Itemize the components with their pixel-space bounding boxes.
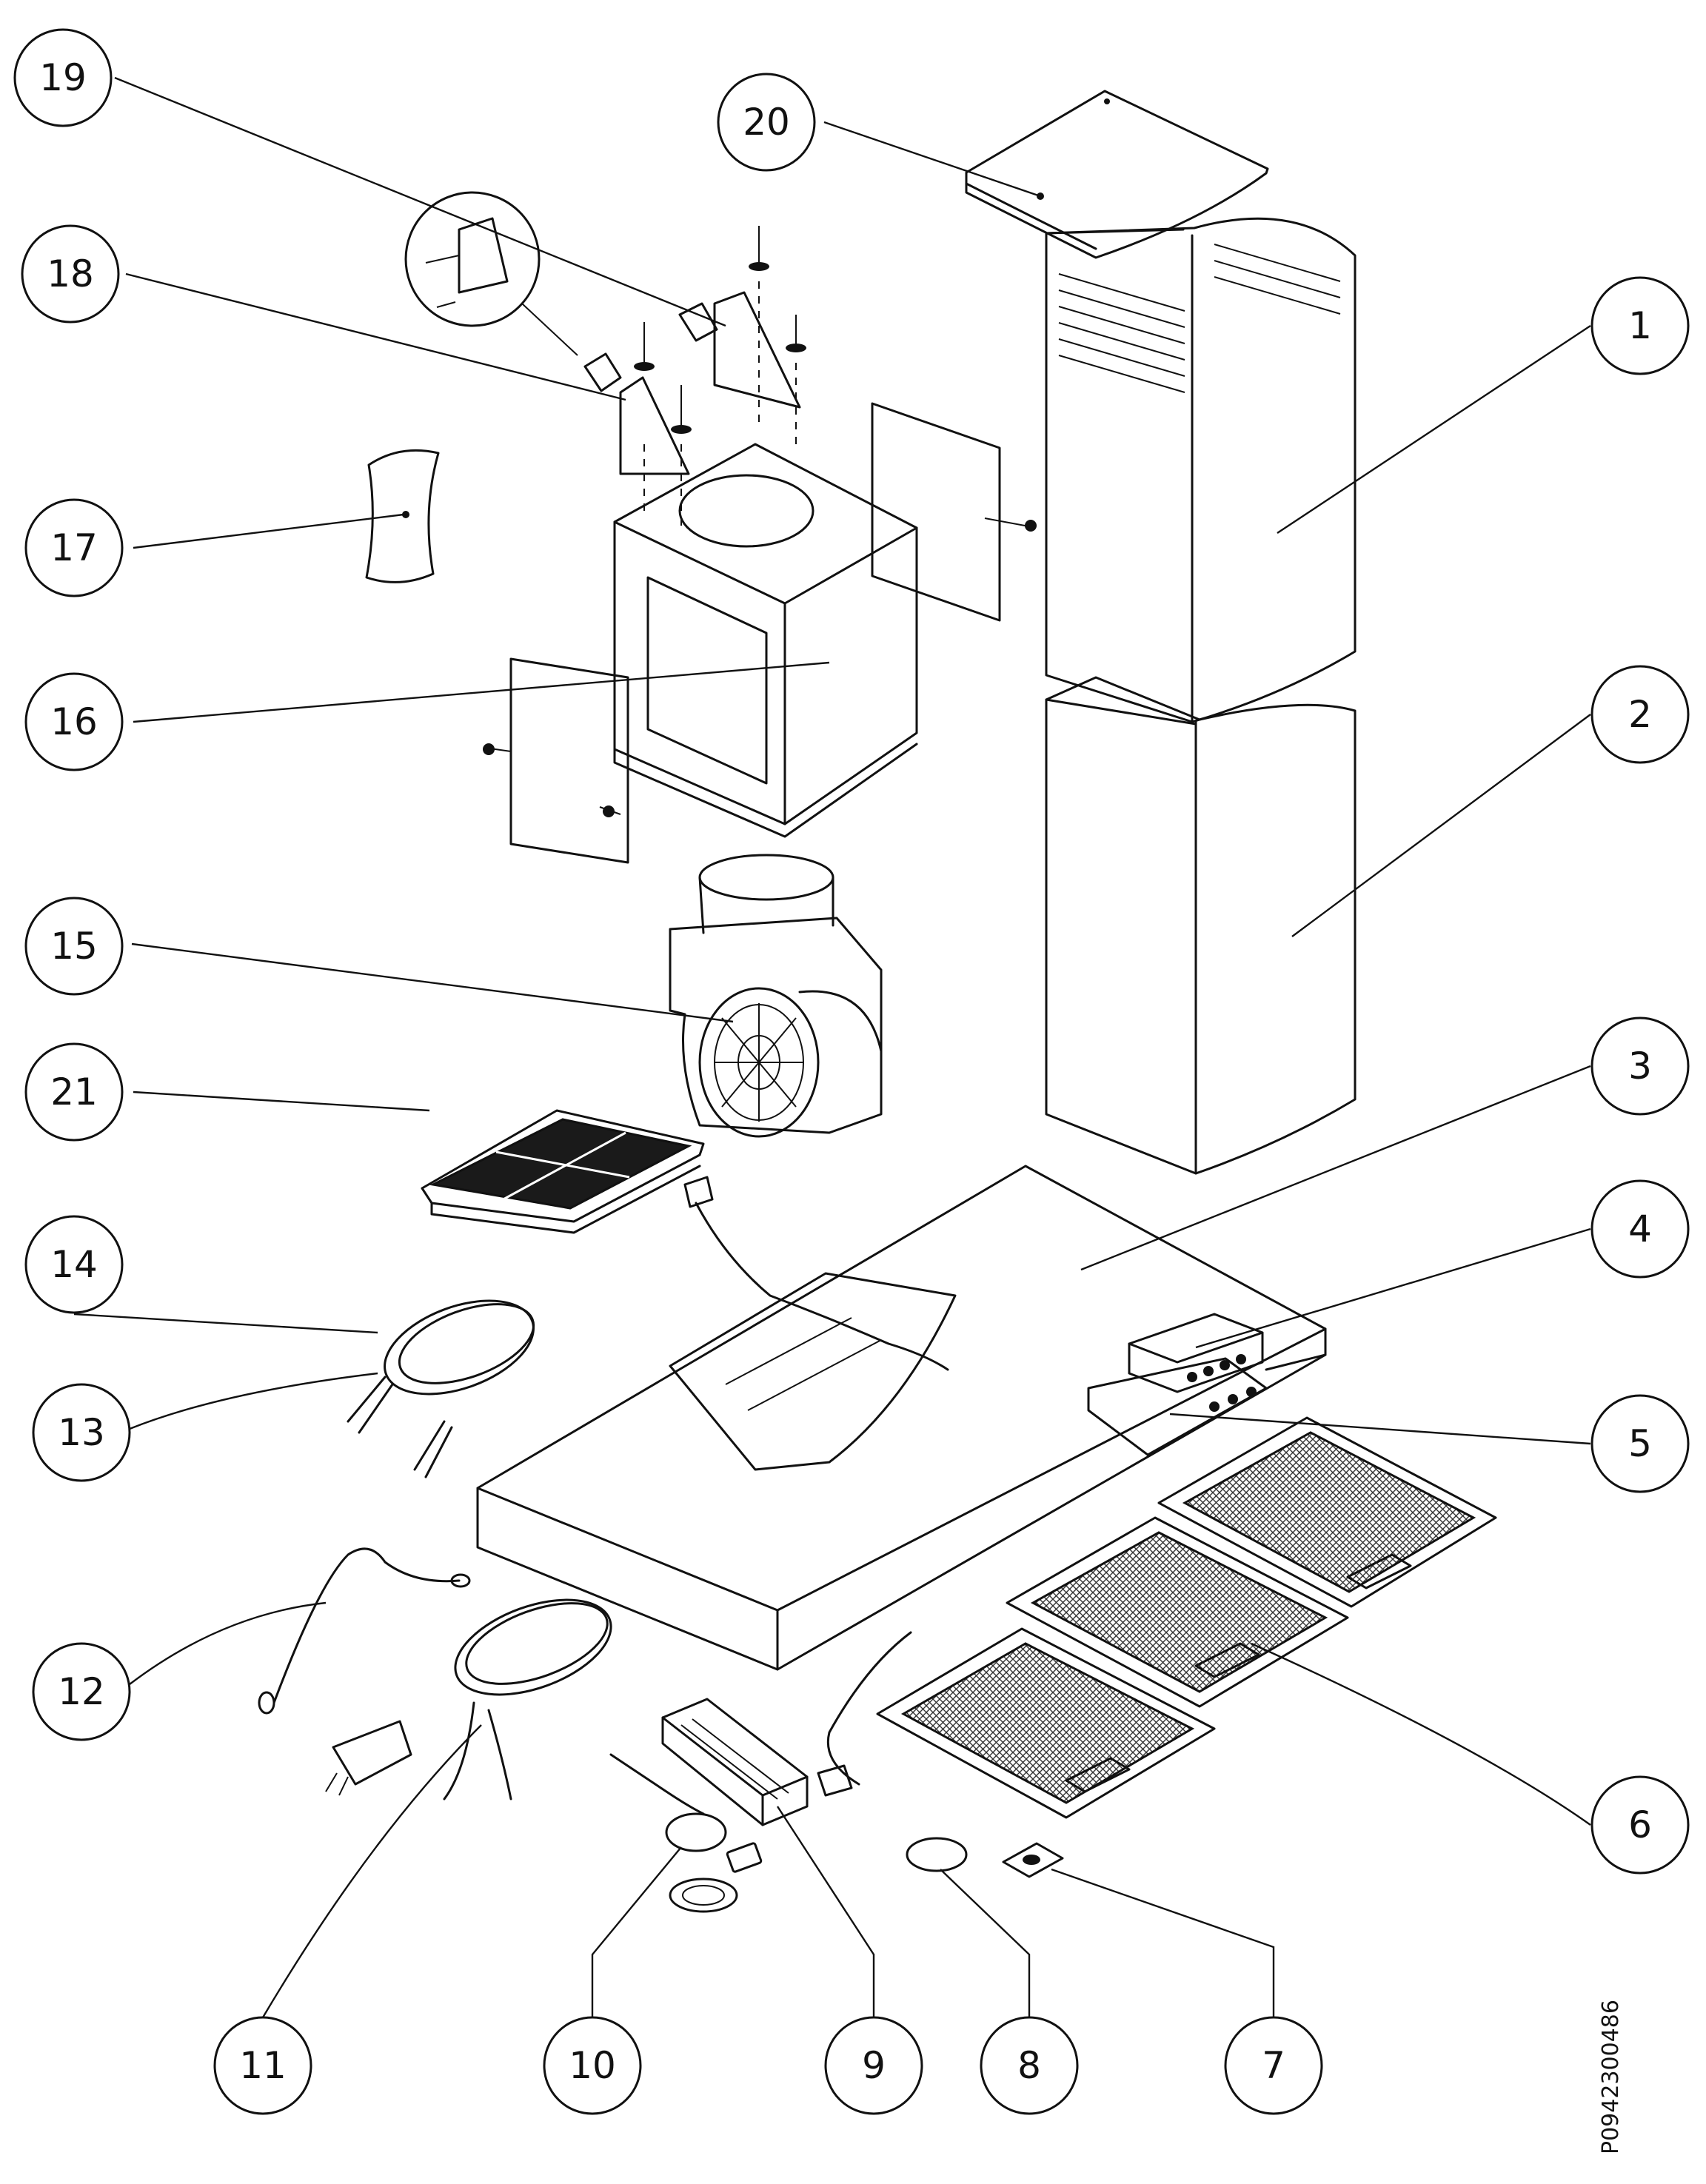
part-6-grease-filter-3 (876, 1627, 1216, 1819)
callout-2-label: 2 (1628, 693, 1652, 736)
callout-12: 12 (32, 1642, 131, 1741)
callout-1-label: 1 (1628, 304, 1652, 347)
callout-10: 10 (543, 2016, 642, 2115)
part-1-upper-chimney (1045, 217, 1357, 723)
callout-4-label: 4 (1628, 1207, 1652, 1250)
document-code: P0942300486 (1598, 2000, 1624, 2154)
callout-20-label: 20 (743, 101, 790, 144)
callout-17-label: 17 (50, 526, 98, 569)
part-11-mains-cable (325, 1598, 612, 1801)
callout-6: 6 (1590, 1775, 1690, 1875)
part-3-hood-body (476, 1165, 1327, 1671)
callout-5-label: 5 (1628, 1422, 1652, 1465)
part-2-lower-chimney (1045, 676, 1357, 1175)
part-20-chimney-top-plate (965, 90, 1269, 259)
callout-18: 18 (21, 224, 120, 324)
callout-19: 19 (13, 28, 113, 127)
callout-3: 3 (1590, 1016, 1690, 1116)
part-6-grease-filter-2 (1006, 1516, 1349, 1708)
callout-7-label: 7 (1262, 2044, 1285, 2087)
part-19-mounting-bracket (678, 291, 801, 409)
part-8-ring (906, 1837, 968, 1872)
part-7-lamp-glass (1002, 1842, 1064, 1878)
detail-zoom-circle (404, 191, 578, 356)
callout-21-label: 21 (50, 1071, 98, 1113)
callout-13: 13 (32, 1383, 131, 1482)
callout-13-label: 13 (58, 1411, 105, 1454)
callout-12-label: 12 (58, 1670, 105, 1713)
part-4-control-box (1128, 1313, 1264, 1393)
part-12-earth-cable (258, 1547, 471, 1715)
part-18-mounting-bracket (583, 352, 690, 475)
callout-3-label: 3 (1628, 1045, 1652, 1088)
callout-14: 14 (24, 1215, 124, 1314)
callout-10-label: 10 (569, 2044, 616, 2087)
callout-15-label: 15 (50, 925, 98, 968)
part-21-charcoal-filter (421, 1109, 705, 1234)
part-9-transformer (661, 1698, 853, 1826)
callout-1: 1 (1590, 276, 1690, 375)
callout-11: 11 (213, 2016, 312, 2115)
callout-20: 20 (717, 73, 816, 172)
callout-9: 9 (824, 2016, 923, 2115)
fixing-screws (634, 226, 806, 533)
callout-14-label: 14 (50, 1243, 98, 1286)
part-16-side-cover-right (871, 402, 1037, 622)
callout-8: 8 (980, 2016, 1079, 2115)
part-16-side-cover-left (483, 657, 629, 864)
callout-16: 16 (24, 672, 124, 771)
callout-19-label: 19 (39, 56, 87, 99)
part-5-control-panel (1087, 1357, 1268, 1456)
part-14-cable (347, 1299, 535, 1478)
callout-9-label: 9 (862, 2044, 886, 2087)
part-10-lamp-holder (609, 1753, 763, 1913)
callout-21: 21 (24, 1042, 124, 1142)
part-15-blower-motor (669, 854, 883, 1138)
callout-15: 15 (24, 897, 124, 996)
callout-6-label: 6 (1628, 1803, 1652, 1846)
callout-2: 2 (1590, 665, 1690, 764)
callout-17: 17 (24, 498, 124, 597)
callout-4: 4 (1590, 1179, 1690, 1279)
part-17-cover-piece (365, 449, 440, 583)
callout-7: 7 (1224, 2016, 1323, 2115)
callout-11-label: 11 (239, 2044, 287, 2087)
callout-8-label: 8 (1017, 2044, 1041, 2087)
callout-18-label: 18 (47, 252, 94, 295)
leader-lines (73, 76, 1591, 2018)
wiring-harness (683, 1176, 949, 1786)
callout-5: 5 (1590, 1394, 1690, 1493)
callout-16-label: 16 (50, 700, 98, 743)
part-6-grease-filter-1 (1157, 1416, 1497, 1608)
